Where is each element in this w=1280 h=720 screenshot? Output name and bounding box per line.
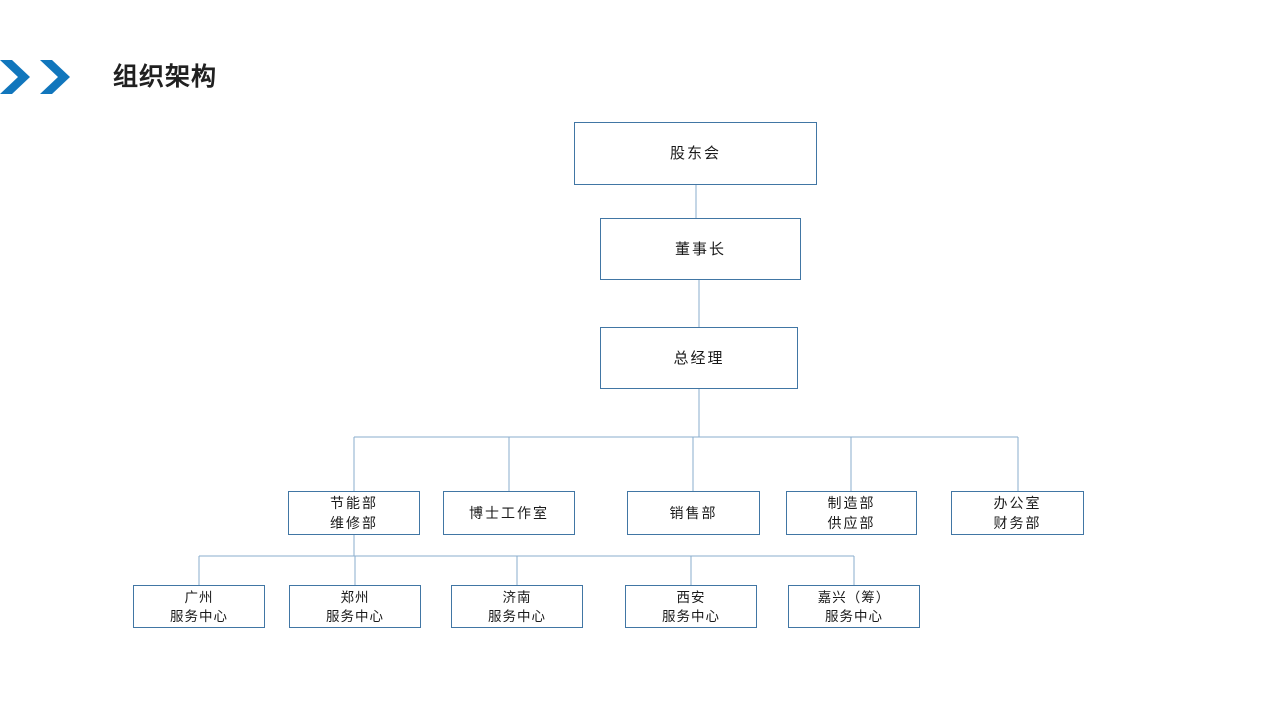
- org-node-label-line2: 服务中心: [326, 608, 384, 624]
- double-chevron-right-icon: [0, 58, 84, 96]
- org-node-label-line2: 财务部: [993, 515, 1042, 531]
- org-node-svc-jiaxing[interactable]: 嘉兴（筹） 服务中心: [788, 585, 920, 628]
- org-node-label: 股东会: [669, 145, 721, 162]
- org-node-label-line1: 制造部: [827, 495, 876, 511]
- org-node-dept-doctor-studio[interactable]: 博士工作室: [443, 491, 575, 535]
- org-node-dept-manufacturing[interactable]: 制造部 供应部: [786, 491, 917, 535]
- org-node-label-line1: 节能部: [330, 495, 378, 511]
- chevron-right-icon-1: [0, 58, 34, 96]
- org-node-label-line1: 郑州: [340, 589, 370, 605]
- chevron-right-icon-2: [38, 58, 74, 96]
- org-node-label-line1: 博士工作室: [469, 505, 549, 521]
- org-node-label-line2: 维修部: [330, 515, 378, 531]
- org-node-svc-xian[interactable]: 西安 服务中心: [625, 585, 757, 628]
- org-node-label-line2: 服务中心: [488, 608, 546, 624]
- org-node-label-line2: 服务中心: [662, 608, 720, 624]
- org-node-svc-guangzhou[interactable]: 广州 服务中心: [133, 585, 265, 628]
- org-node-svc-zhengzhou[interactable]: 郑州 服务中心: [289, 585, 421, 628]
- org-node-chairman[interactable]: 董事长: [600, 218, 801, 280]
- page-title: 组织架构: [113, 63, 218, 91]
- org-node-dept-energy[interactable]: 节能部 维修部: [288, 491, 420, 535]
- org-node-dept-sales[interactable]: 销售部: [627, 491, 760, 535]
- org-node-label-line2: 供应部: [827, 515, 876, 531]
- org-node-label-line1: 销售部: [669, 505, 718, 521]
- org-node-label-line2: 服务中心: [825, 608, 883, 624]
- org-node-label-line1: 广州: [184, 589, 214, 605]
- org-node-label-line1: 嘉兴（筹）: [817, 589, 891, 605]
- org-node-label-line1: 济南: [502, 589, 532, 605]
- org-node-svc-jinan[interactable]: 济南 服务中心: [451, 585, 583, 628]
- org-node-label-line1: 办公室: [993, 495, 1042, 511]
- org-node-shareholders[interactable]: 股东会: [574, 122, 817, 185]
- org-node-label: 董事长: [674, 240, 726, 258]
- org-node-label: 总经理: [673, 349, 725, 367]
- page-header: 组织架构: [0, 52, 1280, 102]
- org-node-label-line2: 服务中心: [170, 608, 228, 624]
- org-node-general-manager[interactable]: 总经理: [600, 327, 798, 389]
- org-node-label-line1: 西安: [676, 589, 706, 605]
- org-node-dept-office[interactable]: 办公室 财务部: [951, 491, 1084, 535]
